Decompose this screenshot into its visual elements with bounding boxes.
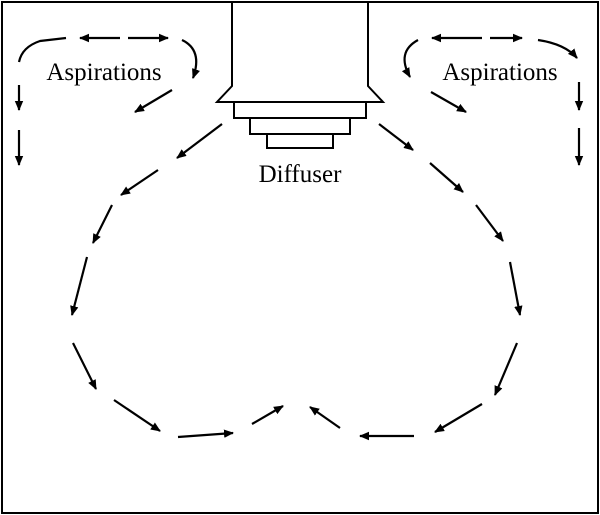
circulation-arrows: [70, 123, 523, 441]
aspirations-left-label: Aspirations: [46, 59, 161, 86]
flow-arrow: [429, 162, 464, 193]
flow-arrow: [475, 204, 504, 242]
flow-arrow: [493, 342, 519, 396]
flow-arrow: [508, 261, 523, 316]
flow-arrow: [251, 405, 284, 425]
flow-arrow: [70, 256, 89, 316]
diffuser-plate-2: [249, 117, 351, 135]
aspiration-right-arrows: [401, 33, 584, 166]
aspiration-left-arrows: [14, 33, 200, 166]
diffuser-label: Diffuser: [259, 161, 343, 188]
aspiration-arrow: [134, 89, 173, 113]
flow-arrow: [113, 399, 161, 432]
diffuser-plate-1: [233, 101, 367, 119]
diffuser-device: [214, 1, 386, 149]
diffuser-duct: [214, 1, 386, 103]
flow-arrow: [92, 204, 113, 244]
flow-arrow: [434, 403, 483, 433]
flow-arrow: [120, 169, 159, 196]
flow-arrow: [72, 342, 97, 390]
diffuser-plate-3: [266, 133, 334, 149]
aspirations-right-label: Aspirations: [442, 59, 557, 86]
aspiration-arrow: [181, 39, 200, 79]
aspiration-arrow: [430, 91, 467, 113]
aspiration-arrow: [401, 39, 419, 78]
aspiration-arrow: [537, 38, 578, 59]
flow-arrow: [378, 123, 414, 151]
flow-arrow: [309, 406, 341, 429]
flow-arrow: [177, 429, 234, 439]
aspiration-arc: [17, 36, 67, 63]
flow-arrow: [176, 123, 223, 159]
